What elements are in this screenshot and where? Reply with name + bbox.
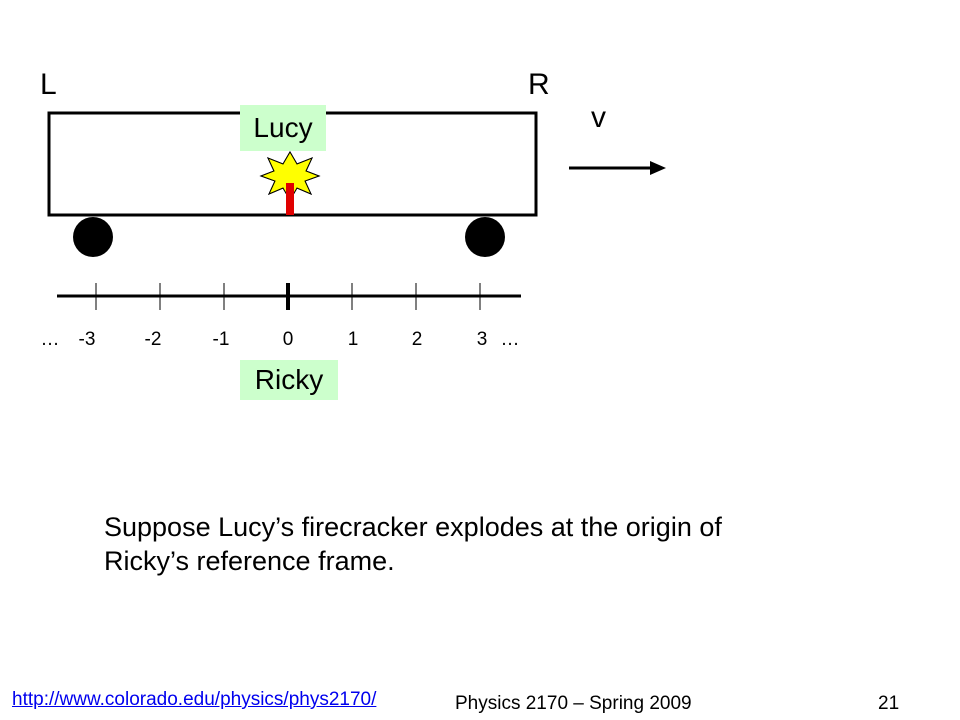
tick-label: -2 [144,329,162,350]
tick-label: -3 [78,329,96,350]
tick-label: 1 [347,329,359,350]
axis-ellipsis-left: … [40,329,60,350]
velocity-arrow-icon [569,161,666,175]
left-wheel [73,217,113,257]
slide-number: 21 [878,693,900,714]
ricky-label: Ricky [240,360,338,400]
position-axis [57,283,521,310]
tick-label: 0 [282,329,294,350]
firecracker-explosion-overlay [259,151,321,215]
right-wheel [465,217,505,257]
left-end-label: L [40,68,57,101]
lucy-label: Lucy [240,105,326,151]
slide-caption: Suppose Lucy’s firecracker explodes at t… [104,510,904,578]
caption-line-2: Ricky’s reference frame. [104,546,395,576]
tick-label: -1 [212,329,230,350]
axis-ellipsis-right: … [500,329,520,350]
course-title: Physics 2170 – Spring 2009 [455,693,692,714]
right-end-label: R [528,68,550,101]
tick-label: 2 [411,329,423,350]
tick-label: 3 [476,329,488,350]
course-url-link[interactable]: http://www.colorado.edu/physics/phys2170… [12,689,377,710]
velocity-label: v [591,101,606,134]
caption-line-1: Suppose Lucy’s firecracker explodes at t… [104,512,722,542]
